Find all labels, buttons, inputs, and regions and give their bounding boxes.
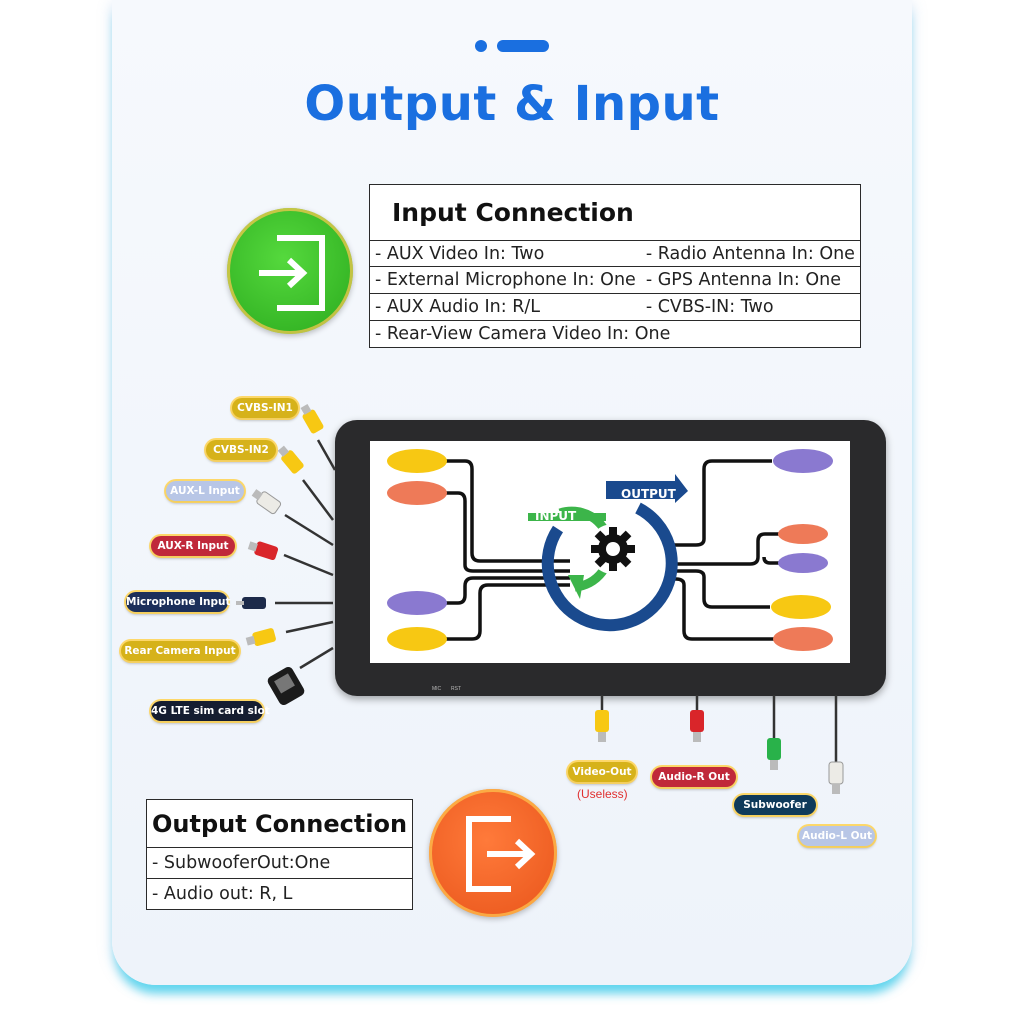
input-item: - Radio Antenna In: One: [640, 240, 861, 267]
microphone-input-label: Microphone Input: [126, 592, 231, 612]
input-item: - GPS Antenna In: One: [640, 266, 861, 294]
output-connection-table: Output Connection - SubwooferOut:One - A…: [145, 799, 414, 910]
audio-l-out-label: Audio-L Out: [799, 826, 875, 846]
output-flow-label: OUTPUT: [621, 487, 677, 501]
head-unit-screen: INPUT OUTPUT: [370, 441, 850, 663]
cvbs-in1-label: CVBS-IN1: [232, 398, 298, 418]
sim-card-slot-label: 4G LTE sim card slot: [151, 701, 270, 721]
gear-icon: [591, 527, 635, 571]
indicator-dot-active: [497, 40, 549, 52]
rear-camera-input-label: Rear Camera Input: [121, 641, 239, 661]
input-item: - CVBS-IN: Two: [640, 293, 861, 321]
input-connection-heading: Input Connection: [369, 184, 861, 241]
page-title: Output & Input: [304, 76, 720, 132]
output-icon-circle: [429, 789, 557, 917]
output-item: - SubwooferOut:One: [145, 847, 414, 879]
reset-hole-label: RST: [451, 686, 461, 692]
mic-hole-label: MIC: [432, 686, 442, 692]
subwoofer-label: Subwoofer: [734, 795, 816, 815]
output-connection-heading: Output Connection: [145, 799, 414, 848]
output-ovals: [771, 449, 833, 651]
input-item: - AUX Video In: Two: [368, 240, 641, 267]
input-item: - AUX Audio In: R/L: [368, 293, 641, 321]
input-item: - External Microphone In: One: [368, 266, 641, 294]
cvbs-in2-label: CVBS-IN2: [206, 440, 276, 460]
audio-r-out-label: Audio-R Out: [652, 767, 736, 787]
output-item: - Audio out: R, L: [145, 878, 414, 910]
input-flow-label: INPUT: [535, 509, 577, 523]
input-connection-table: Input Connection - AUX Video In: Two- Ra…: [368, 184, 861, 348]
enter-arrow-icon: [259, 235, 325, 311]
indicator-dot: [475, 40, 487, 52]
video-out-note: (Useless): [577, 787, 628, 801]
input-item: - Rear-View Camera Video In: One: [369, 320, 861, 348]
exit-arrow-icon: [466, 816, 536, 892]
aux-l-input-label: AUX-L Input: [166, 481, 244, 501]
aux-r-input-label: AUX-R Input: [151, 536, 235, 556]
input-ovals: [387, 449, 447, 651]
input-icon-circle: [227, 208, 353, 334]
connection-diagram: INPUT OUTPUT: [387, 449, 833, 651]
video-out-label: Video-Out: [568, 762, 636, 782]
